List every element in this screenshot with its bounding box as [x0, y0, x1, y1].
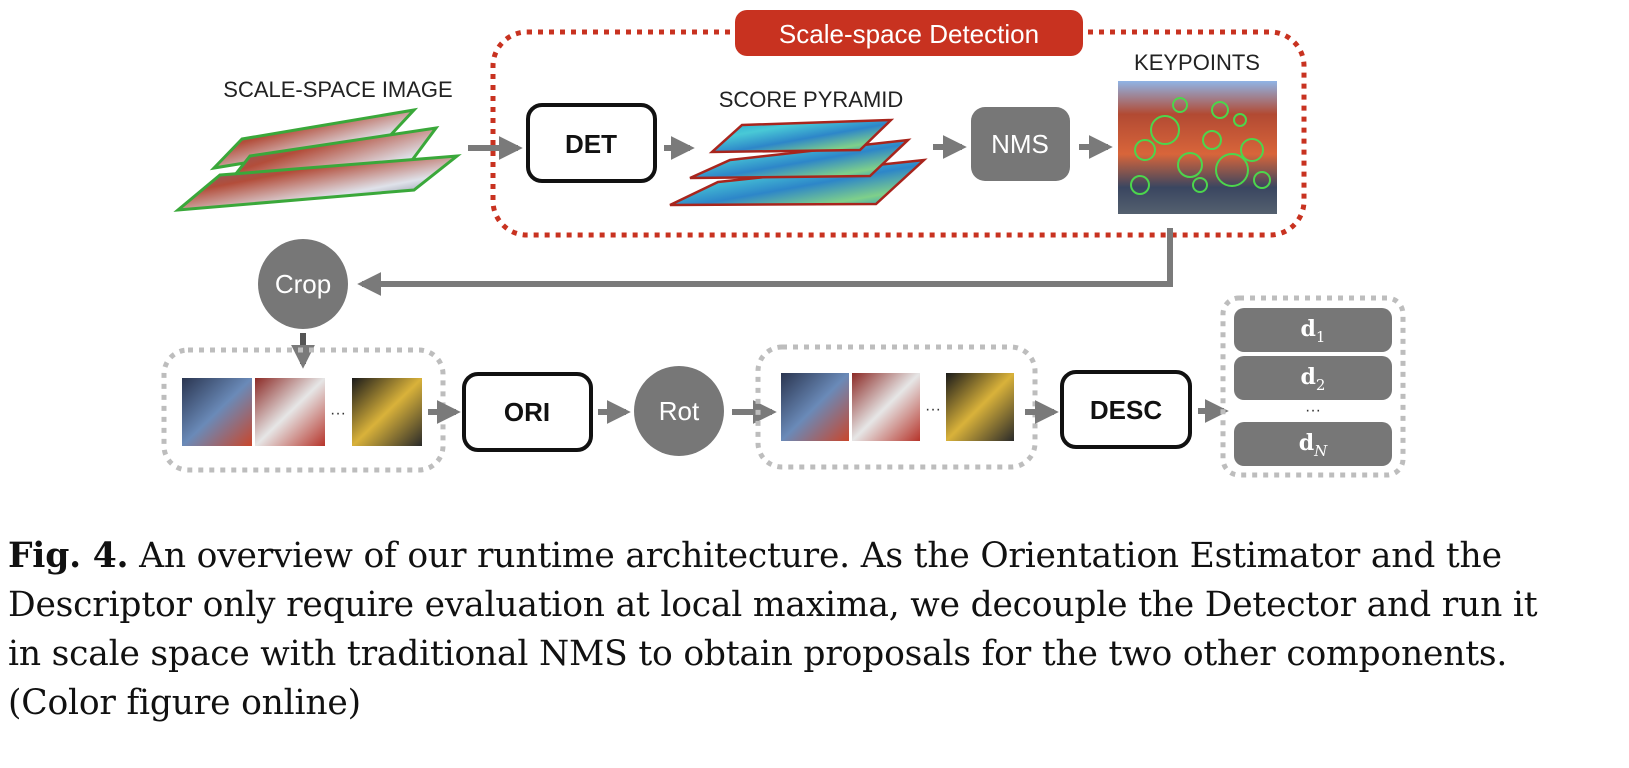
det-label: DET: [565, 129, 617, 159]
descriptor-2-sub: 2: [1316, 376, 1326, 394]
nms-box: [971, 107, 1070, 181]
caption-line-2: Descriptor only require evaluation at lo…: [8, 585, 1538, 625]
cropped-patch-2: [255, 378, 325, 446]
crop-node: [258, 239, 348, 329]
descriptors-group: [1220, 295, 1406, 478]
rotated-patch-2: [852, 373, 920, 441]
arrow-keypoints-to-crop: [357, 228, 1173, 296]
rot-label: Rot: [659, 396, 700, 426]
scale-space-detection-badge: [735, 10, 1083, 56]
descriptor-1-label: d1: [1301, 316, 1326, 346]
descriptor-n-base: d: [1299, 430, 1314, 456]
keypoints-label: KEYPOINTS: [1134, 50, 1260, 75]
cropped-patch-n: [352, 378, 422, 446]
score-pyramid-layer-1: [708, 118, 895, 154]
scale-space-image-stack: [173, 107, 462, 212]
crop-label: Crop: [275, 269, 331, 299]
rotated-patch-1: [781, 373, 849, 441]
descriptor-n-label: dN: [1299, 430, 1328, 460]
score-pyramid: [669, 118, 928, 207]
cropped-patches-group: [161, 347, 446, 473]
caption-line-4: (Color figure online): [8, 683, 361, 723]
descriptor-2-label: d2: [1301, 364, 1326, 394]
scale-space-detection-region: [490, 29, 1307, 238]
scale-space-image-label: SCALE-SPACE IMAGE: [223, 77, 452, 102]
rotated-patches-group: [755, 344, 1038, 470]
descriptors-ellipsis: ···: [1305, 402, 1321, 419]
descriptor-2-box: [1234, 356, 1392, 400]
ori-label: ORI: [504, 397, 550, 427]
ori-box: [462, 372, 593, 452]
figure-caption: Fig. 4. An overview of our runtime archi…: [8, 532, 1620, 728]
det-box: [526, 103, 657, 183]
score-pyramid-label: SCORE PYRAMID: [719, 87, 904, 112]
desc-label: DESC: [1090, 395, 1162, 425]
descriptor-1-sub: 1: [1316, 328, 1326, 346]
desc-box: [1060, 370, 1192, 449]
nms-label: NMS: [991, 129, 1049, 159]
descriptor-2-base: d: [1301, 364, 1316, 390]
rot-node: [634, 366, 724, 456]
descriptor-n-box: [1234, 422, 1392, 466]
cropped-patches-ellipsis: ···: [330, 405, 346, 422]
caption-line-3: in scale space with traditional NMS to o…: [8, 634, 1508, 674]
caption-figure-label: Fig. 4.: [8, 536, 129, 576]
rotated-patches-ellipsis: ···: [925, 401, 941, 418]
rotated-patch-n: [946, 373, 1014, 441]
caption-line-1: Fig. 4. An overview of our runtime archi…: [8, 532, 1620, 581]
descriptor-1-box: [1234, 308, 1392, 352]
scale-space-image-layer-3: [173, 154, 462, 212]
caption-line-1-text: An overview of our runtime architecture.…: [128, 536, 1502, 576]
scale-space-detection-label: Scale-space Detection: [779, 19, 1039, 49]
keypoints-image: [1118, 81, 1277, 214]
descriptor-n-sub: N: [1313, 442, 1328, 460]
cropped-patch-1: [182, 378, 252, 446]
descriptor-1-base: d: [1301, 316, 1316, 342]
